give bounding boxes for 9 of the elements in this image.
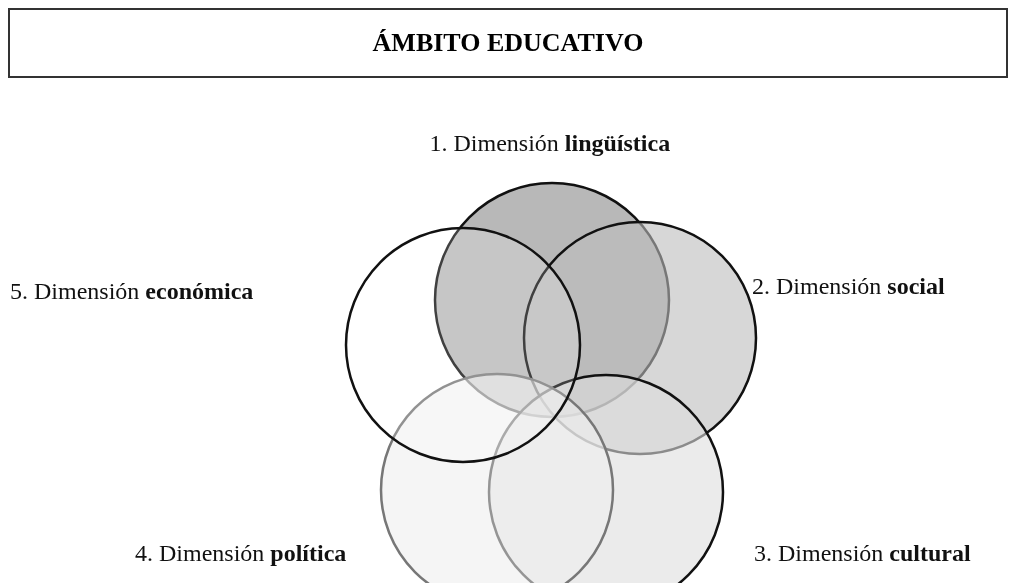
dimension-label: 5. Dimensión económica: [10, 278, 254, 305]
dimension-label: 1. Dimensión lingüística: [429, 130, 671, 157]
dimension-label: 3. Dimensión cultural: [754, 540, 971, 567]
title-box: [8, 8, 1008, 78]
venn-circle: [344, 226, 582, 464]
dimension-label: 2. Dimensión social: [752, 273, 945, 300]
title-text: ÁMBITO EDUCATIVO: [372, 28, 644, 58]
dimension-label: 4. Dimensión política: [135, 540, 347, 567]
venn-circle: [433, 181, 671, 419]
